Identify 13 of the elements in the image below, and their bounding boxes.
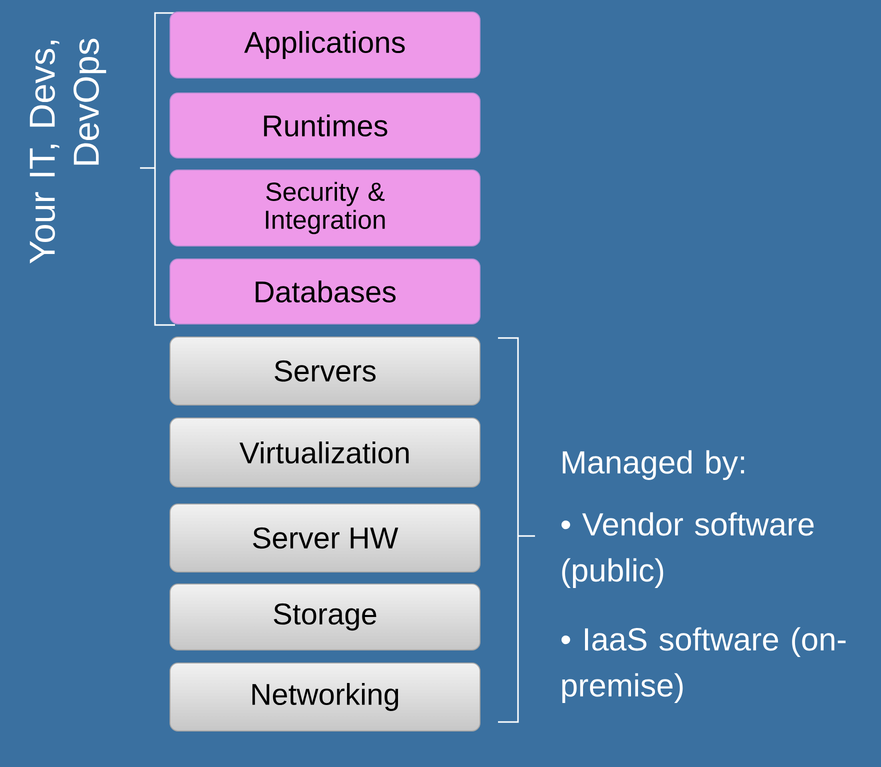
layer-box: Security & Integration <box>170 170 480 246</box>
bullet-text: • Vendor software (public) <box>561 512 814 588</box>
layer-box: Networking <box>170 662 480 732</box>
layer-box: Runtimes <box>170 92 480 158</box>
layer-box: Storage <box>170 584 480 650</box>
heading-label: Managed by: <box>562 450 744 480</box>
layer-box: Servers <box>170 336 480 406</box>
bullet-text: • IaaS software (on-premise) <box>561 627 846 704</box>
layer-box: Databases <box>170 258 480 324</box>
layer-box: Server HW <box>170 504 480 572</box>
rotated-label: Your IT, Devs, DevOps <box>30 38 106 264</box>
layer-box: Virtualization <box>170 418 480 488</box>
layer-box: Applications <box>170 12 480 78</box>
